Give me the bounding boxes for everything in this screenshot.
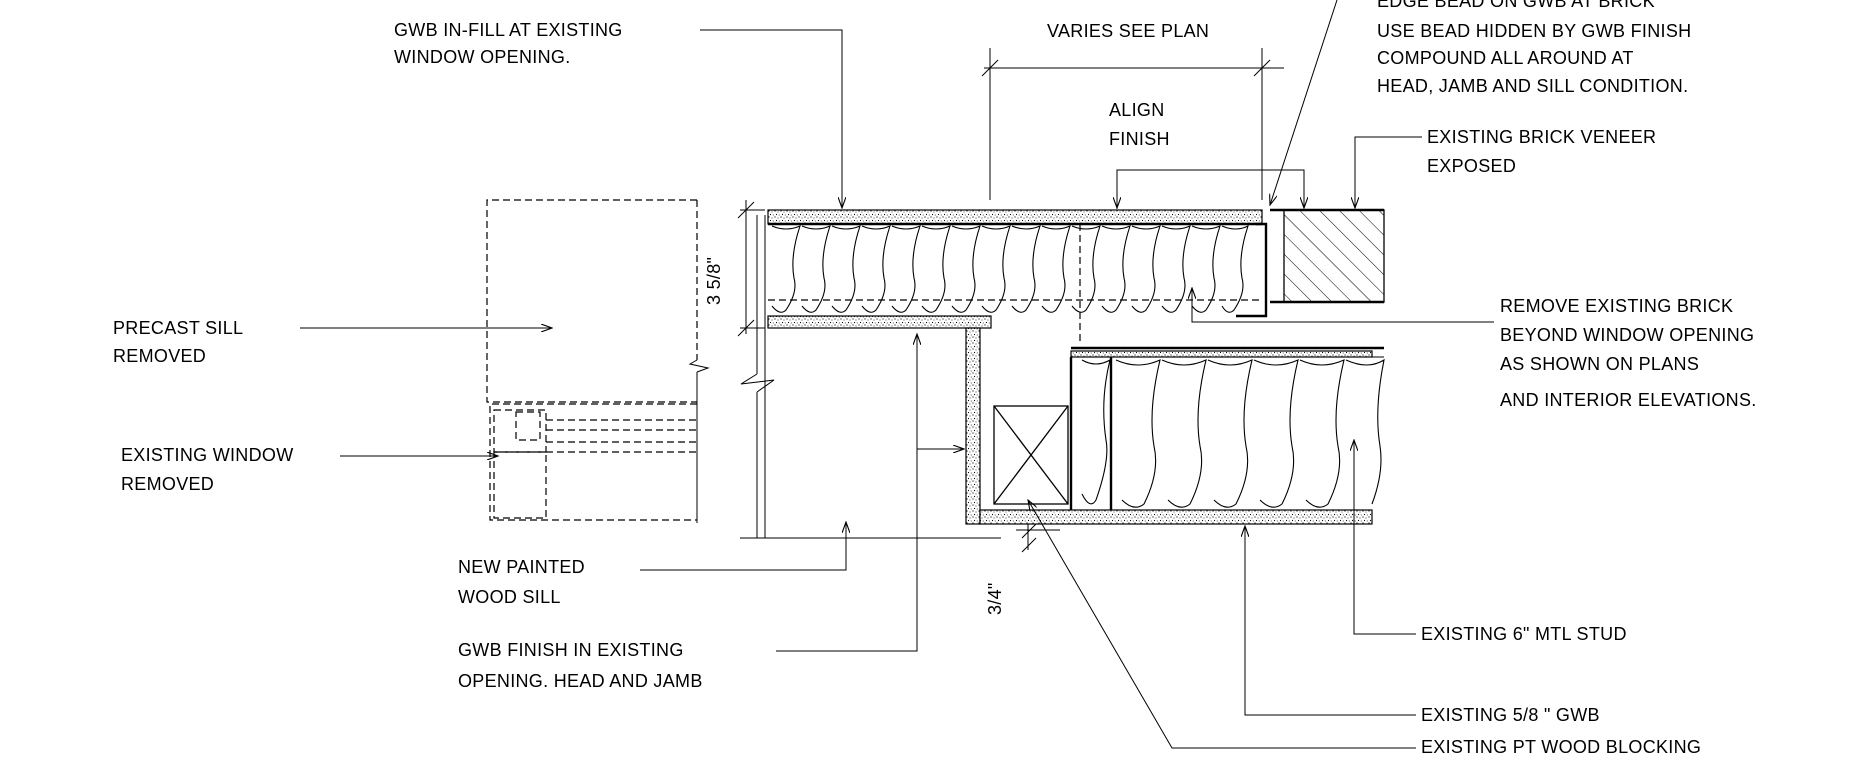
note-wood-sill: NEW PAINTED WOOD SILL bbox=[458, 557, 585, 607]
sill-extension-line bbox=[740, 215, 1001, 539]
existing-wall bbox=[1069, 346, 1385, 510]
note-precast-line2: REMOVED bbox=[113, 346, 206, 366]
gwb-infill-head bbox=[767, 209, 1373, 525]
dim-3-4: 3/4" bbox=[985, 582, 1005, 615]
pt-wood-blocking bbox=[993, 405, 1069, 505]
note-pt-blocking: EXISTING PT WOOD BLOCKING bbox=[1421, 737, 1701, 757]
note-edge-bead: EDGE BEAD ON GWB AT BRICK USE BEAD HIDDE… bbox=[1377, 0, 1691, 96]
note-window-line1: EXISTING WINDOW bbox=[121, 445, 294, 465]
note-align-finish: ALIGN FINISH bbox=[1109, 100, 1170, 149]
existing-window-removed bbox=[489, 403, 697, 521]
note-align-line1: ALIGN bbox=[1109, 100, 1165, 120]
note-wood-sill-line1: NEW PAINTED bbox=[458, 557, 585, 577]
note-gwb-finish-line1: GWB FINISH IN EXISTING bbox=[458, 640, 684, 660]
note-edge-bead-line3: COMPOUND ALL AROUND AT bbox=[1377, 48, 1634, 68]
note-remove-brick: REMOVE EXISTING BRICK BEYOND WINDOW OPEN… bbox=[1500, 296, 1757, 410]
note-remove-brick-line2: BEYOND WINDOW OPENING bbox=[1500, 325, 1754, 345]
note-gwb-infill-line1: GWB IN-FILL AT EXISTING bbox=[394, 20, 623, 40]
head-insulation-batts bbox=[768, 224, 1260, 313]
precast-sill-removed bbox=[486, 199, 710, 523]
dim-line-3-5-8 bbox=[737, 200, 765, 337]
note-gwb-finish: GWB FINISH IN EXISTING OPENING. HEAD AND… bbox=[458, 640, 703, 691]
note-edge-bead-line1: EDGE BEAD ON GWB AT BRICK bbox=[1377, 0, 1655, 11]
dim-line-varies bbox=[981, 48, 1284, 200]
note-mtl-stud: EXISTING 6" MTL STUD bbox=[1421, 624, 1627, 644]
note-gwb-finish-line2: OPENING. HEAD AND JAMB bbox=[458, 671, 703, 691]
note-align-line2: FINISH bbox=[1109, 129, 1170, 149]
edge-bead bbox=[1236, 222, 1268, 318]
note-remove-brick-line3: AS SHOWN ON PLANS bbox=[1500, 354, 1699, 374]
note-brick-veneer: EXISTING BRICK VENEER EXPOSED bbox=[1427, 127, 1656, 176]
note-gwb-infill: GWB IN-FILL AT EXISTING WINDOW OPENING. bbox=[394, 20, 623, 67]
note-window-line2: REMOVED bbox=[121, 474, 214, 494]
note-brick-veneer-line2: EXPOSED bbox=[1427, 156, 1516, 176]
note-wood-sill-line2: WOOD SILL bbox=[458, 587, 561, 607]
dim-varies-see-plan: VARIES SEE PLAN bbox=[1047, 21, 1209, 41]
dim-line-3-4 bbox=[1016, 523, 1060, 553]
note-edge-bead-line2: USE BEAD HIDDEN BY GWB FINISH bbox=[1377, 21, 1691, 41]
note-remove-brick-line4: AND INTERIOR ELEVATIONS. bbox=[1500, 390, 1757, 410]
note-remove-brick-line1: REMOVE EXISTING BRICK bbox=[1500, 296, 1733, 316]
note-existing-window: EXISTING WINDOW REMOVED bbox=[121, 445, 294, 494]
note-edge-bead-line4: HEAD, JAMB AND SILL CONDITION. bbox=[1377, 76, 1688, 96]
note-brick-veneer-line1: EXISTING BRICK VENEER bbox=[1427, 127, 1656, 147]
dim-3-5-8: 3 5/8" bbox=[704, 257, 724, 305]
leader-lines bbox=[300, 0, 1494, 749]
note-precast-line1: PRECAST SILL bbox=[113, 318, 243, 338]
note-gwb-infill-line2: WINDOW OPENING. bbox=[394, 47, 571, 67]
note-precast-sill: PRECAST SILL REMOVED bbox=[113, 318, 243, 366]
existing-brick-veneer bbox=[1270, 208, 1385, 304]
note-gwb-5-8: EXISTING 5/8 " GWB bbox=[1421, 705, 1600, 725]
